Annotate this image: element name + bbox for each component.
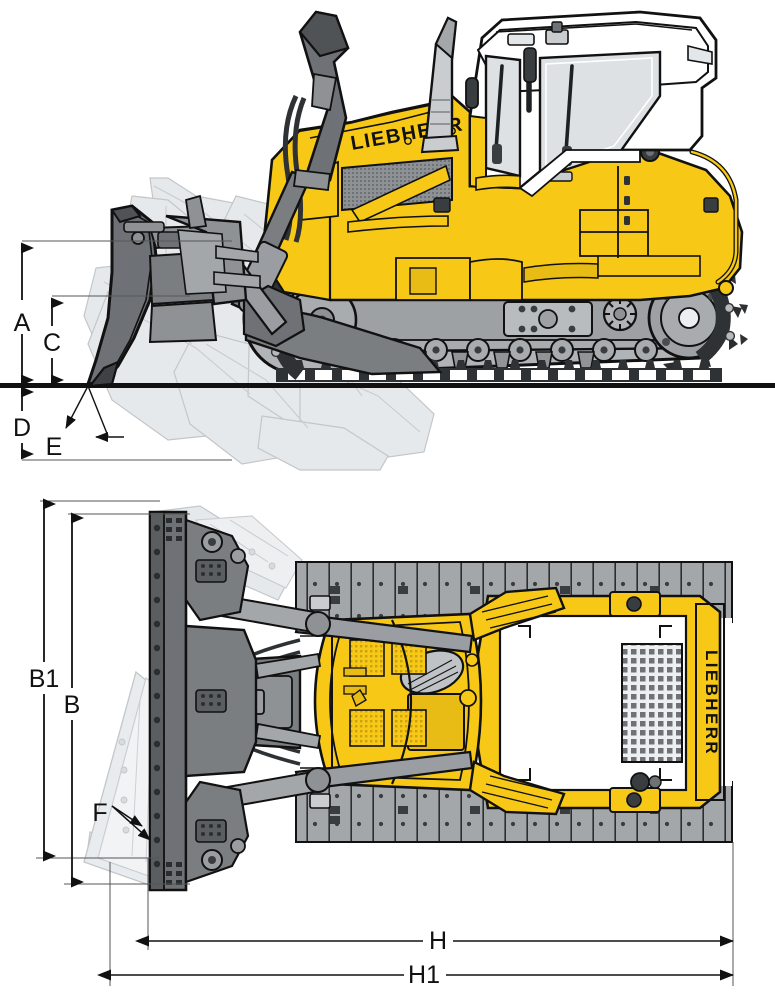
pivot-hub	[602, 296, 638, 332]
cab-plan	[300, 612, 483, 792]
side-grille-panel	[341, 156, 453, 212]
plan-view: LIEBHERR	[20, 498, 734, 989]
lift-arms-plan	[213, 586, 566, 816]
dimension-B: B	[58, 512, 86, 888]
exhaust-stack	[420, 16, 460, 154]
blade-cutting-edge	[87, 360, 120, 388]
brand-decal-plan: LIEBHERR	[702, 650, 721, 756]
dozer-blade-side	[85, 194, 443, 388]
dimension-C: C	[39, 297, 66, 386]
dimension-label-F: F	[92, 799, 107, 827]
dimension-label-H1: H1	[408, 961, 440, 989]
dimension-A: A A	[8, 242, 36, 386]
dimension-label-E: E	[46, 433, 63, 461]
dozer-blade-plan	[148, 510, 322, 892]
rear-deck-plan: LIEBHERR	[468, 591, 725, 813]
dimension-label-H: H	[429, 927, 447, 955]
dimension-E: E	[46, 385, 124, 461]
roof-lamp	[507, 33, 535, 46]
front-mast-assembly	[230, 10, 350, 314]
cab-door-handle[interactable]	[465, 77, 479, 109]
windscreen-wiper	[494, 64, 574, 154]
side-view-dimensions: A A C D E	[8, 240, 232, 461]
side-latch	[433, 197, 451, 213]
dimension-label-D: D	[13, 414, 31, 442]
dimension-label-B: B	[64, 691, 81, 719]
side-view: LIEBHERR	[0, 10, 775, 471]
dimension-H: H	[135, 925, 734, 955]
plan-view-dimensions: B1 B F H	[20, 498, 734, 989]
dimension-label-A-text: A	[14, 309, 31, 337]
dimension-label-B1: B1	[29, 665, 60, 693]
dimension-F: F	[92, 799, 151, 841]
dimension-label-C: C	[43, 329, 61, 357]
dimension-D: D	[9, 386, 36, 460]
radiator-grille-plan	[621, 643, 683, 763]
operator-cab	[465, 10, 718, 198]
dimension-H1: H1	[97, 959, 734, 989]
